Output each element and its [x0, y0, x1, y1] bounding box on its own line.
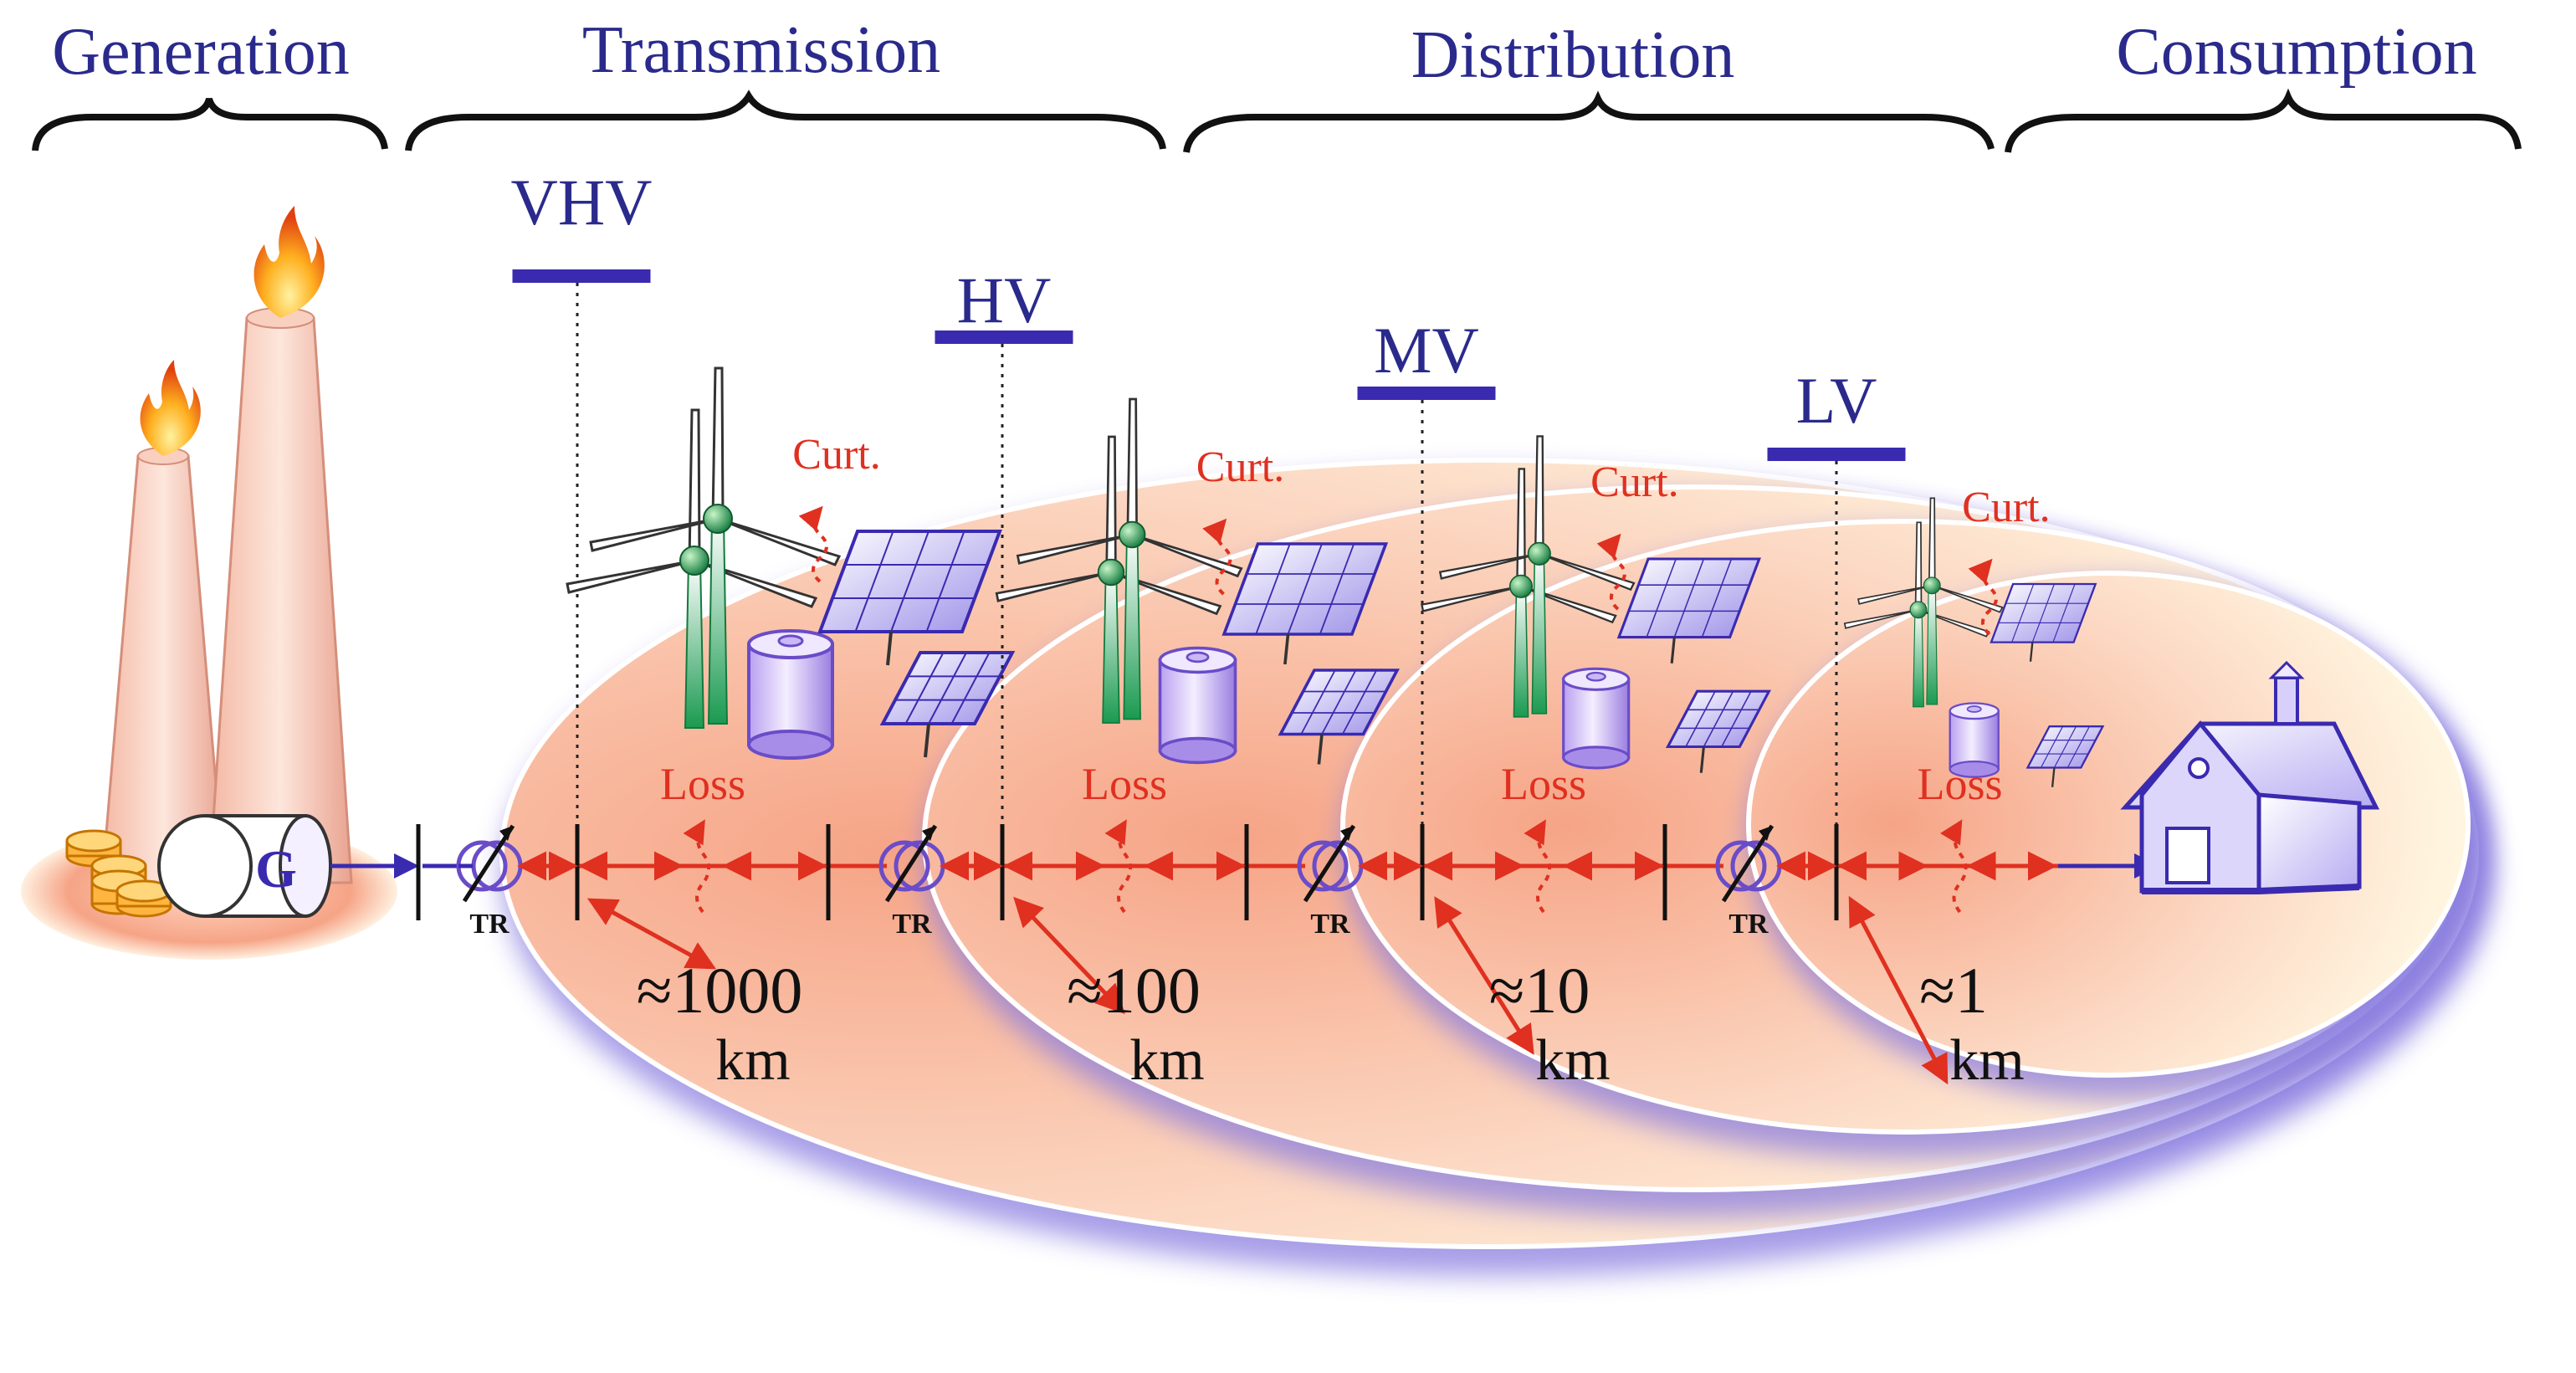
- wind-turbine-icon: [566, 366, 842, 729]
- voltage-bus-bar: [1357, 387, 1496, 400]
- distance-arrow: [1013, 896, 1125, 1015]
- distance-value: ≈100: [1067, 954, 1201, 1027]
- ellipse-lv: [1746, 571, 2485, 1100]
- solar-panel-icon: [879, 651, 1016, 758]
- transformer-label: TR: [469, 909, 510, 940]
- distance-unit: km: [1949, 1028, 2024, 1093]
- solar-panel-icon: [1221, 542, 1389, 665]
- curtailment-label: Curt.: [1962, 484, 2050, 531]
- generator-label: G: [255, 839, 297, 899]
- voltage-bus-bar: [935, 330, 1073, 344]
- distance-unit: km: [1535, 1028, 1610, 1093]
- solar-panel-icon: [1616, 557, 1761, 663]
- transformer-label: TR: [1310, 909, 1350, 940]
- section-headers: Generation Transmission Distribution Con…: [32, 13, 2522, 153]
- solar-panel-icon: [1665, 689, 1771, 773]
- wind-turbine-icon: [1843, 497, 2004, 708]
- loss-squiggle: [683, 819, 710, 914]
- battery-icon: [747, 629, 834, 760]
- solar-panel-icon: [2025, 725, 2105, 787]
- brace-generation: [32, 97, 388, 151]
- coins-icon: [65, 829, 172, 918]
- distance-unit: km: [1129, 1028, 1204, 1093]
- transformer-icon: TR: [878, 824, 945, 940]
- transformer-label: TR: [892, 909, 932, 940]
- brace-distribution: [1183, 90, 1995, 153]
- loss-label: Loss: [660, 759, 745, 809]
- header-consumption: Consumption: [2116, 15, 2476, 89]
- distance-arrow: [586, 898, 717, 970]
- header-distribution: Distribution: [1411, 18, 1735, 92]
- power-plant: G: [21, 206, 397, 960]
- solar-panel-icon: [817, 530, 1002, 666]
- voltage-levels: VHVTRLossCurt.≈1000kmHVTRLossCurt.≈100km…: [456, 166, 2105, 1093]
- battery-icon: [1158, 646, 1237, 765]
- wind-turbine-icon: [995, 397, 1243, 724]
- flame-icon: [254, 206, 325, 318]
- header-generation: Generation: [52, 15, 349, 89]
- chimney-right: [207, 316, 353, 884]
- battery-icon: [1949, 702, 2000, 778]
- wind-turbine-icon: [1421, 435, 1636, 718]
- solar-panel-icon: [1278, 669, 1400, 765]
- voltage-label: HV: [957, 264, 1052, 336]
- curtailment-squiggle: [1202, 518, 1232, 596]
- voltage-label: LV: [1796, 364, 1877, 437]
- loss-squiggle: [1939, 819, 1968, 914]
- voltage-bus-bar: [1767, 448, 1906, 461]
- curtailment-label: Curt.: [1590, 459, 1678, 506]
- window-icon: [2188, 757, 2210, 779]
- distance-arrow: [1434, 896, 1534, 1055]
- curtailment-squiggle: [1968, 558, 1998, 636]
- generator-drum: G: [157, 814, 332, 918]
- flame-icon: [140, 360, 201, 456]
- curtailment-label: Curt.: [1196, 443, 1284, 491]
- solar-panel-icon: [1990, 582, 2097, 662]
- door-icon: [2165, 827, 2210, 884]
- battery-icon: [1562, 667, 1631, 770]
- distance-arrow: [1848, 895, 1949, 1085]
- curtailment-squiggle: [1596, 533, 1626, 611]
- loss-label: Loss: [1082, 759, 1167, 809]
- loss-squiggle: [1524, 819, 1551, 914]
- voltage-label: VHV: [511, 166, 653, 238]
- distance-value: ≈1: [1919, 954, 1988, 1027]
- brace-transmission: [405, 90, 1166, 151]
- header-transmission: Transmission: [582, 13, 940, 87]
- house-icon: [2058, 660, 2380, 894]
- voltage-bus-bar: [512, 269, 651, 283]
- distance-value: ≈10: [1489, 954, 1590, 1027]
- distance-value: ≈1000: [637, 954, 803, 1027]
- loss-label: Loss: [1501, 759, 1586, 809]
- voltage-label: MV: [1374, 314, 1479, 387]
- distance-unit: km: [715, 1028, 790, 1093]
- curtailment-label: Curt.: [792, 431, 880, 479]
- transformer-label: TR: [1728, 909, 1769, 940]
- brace-consumption: [2005, 88, 2522, 153]
- curtailment-squiggle: [798, 505, 828, 583]
